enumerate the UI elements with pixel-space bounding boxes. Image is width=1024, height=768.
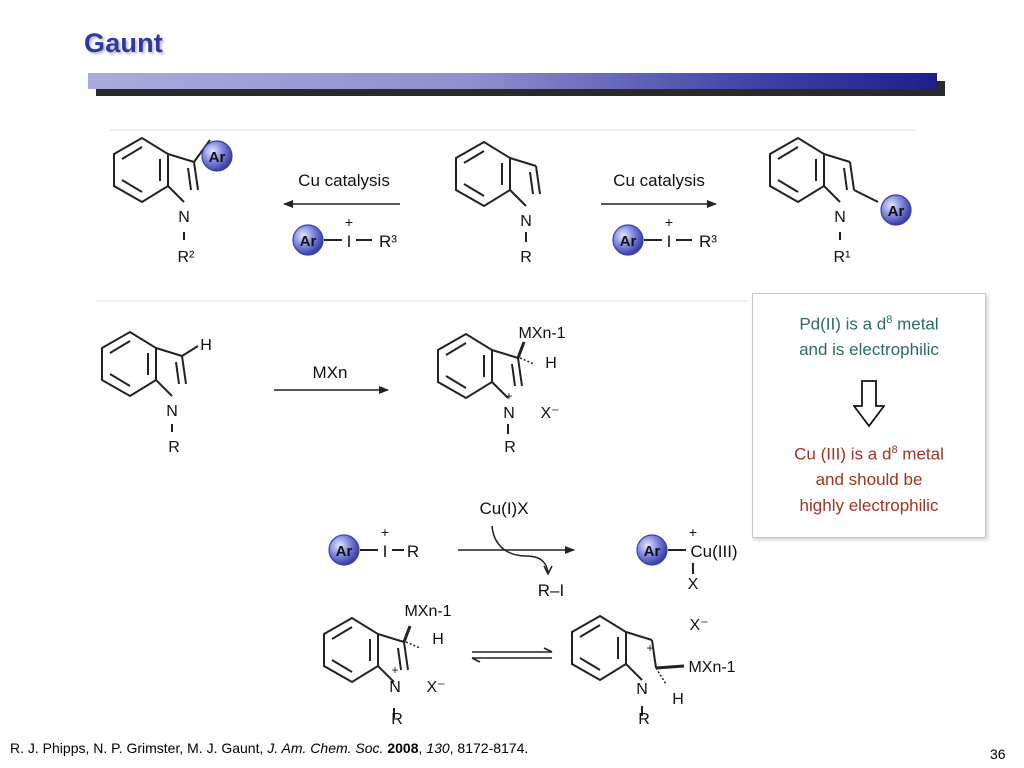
- intermediate-plus-label: +: [505, 389, 512, 403]
- iminium-intermediate: [437, 333, 535, 434]
- arrow-right-label: Cu catalysis: [613, 171, 705, 190]
- migration-right-mx-label: MXn-1: [688, 659, 735, 676]
- right-reagent-r3-label: R³: [699, 232, 717, 251]
- note-line-1: Pd(II) is a d8 metal: [799, 314, 939, 334]
- migration-right-indoline: [571, 614, 685, 716]
- page-number: 36: [990, 746, 1006, 762]
- center-n-r-indole: [455, 141, 541, 242]
- intermediate-h-label: H: [545, 355, 557, 372]
- down-arrow-icon: [853, 380, 885, 428]
- right-reagent-ar-label: Ar: [620, 233, 637, 250]
- migration-right-r-label: R: [638, 711, 650, 728]
- migration-left-n-label: N: [389, 679, 401, 696]
- oxidation-product-plus-label: +: [689, 524, 697, 540]
- right-reagent-i-label: I: [667, 232, 672, 251]
- right-product-2-aryl-indole: [769, 137, 879, 240]
- title-underline-bar: [88, 73, 937, 89]
- migration-left-mx-label: MXn-1: [404, 603, 451, 620]
- left-reagent-plus-label: +: [345, 214, 353, 230]
- right-reagent-plus-label: +: [665, 214, 673, 230]
- left-product-ar-label: Ar: [209, 149, 226, 166]
- migration-right-x-label: X⁻: [689, 617, 708, 634]
- intermediate-mx-label: MXn-1: [518, 325, 565, 342]
- oxidation-reagent-r-label: R: [407, 542, 419, 561]
- right-product-ar-label: Ar: [888, 203, 905, 220]
- mechanism-h-label: H: [200, 337, 212, 354]
- intermediate-x-label: X⁻: [540, 405, 559, 422]
- mechanism-n-label: N: [166, 403, 178, 420]
- oxidation-product-ar-label: Ar: [644, 543, 661, 560]
- oxidation-byproduct-label: R–I: [538, 581, 564, 600]
- left-reagent-ar-label: Ar: [300, 233, 317, 250]
- reaction-scheme: Ar N R² Cu catalysis Ar I + R³ N R Cu ca…: [96, 129, 916, 728]
- note-line-5: highly electrophilic: [799, 496, 939, 515]
- note-line-3: Cu (III) is a d8 metal: [794, 444, 944, 464]
- right-product-n-label: N: [834, 209, 846, 226]
- citation-authors: R. J. Phipps, N. P. Grimster, M. J. Gaun…: [10, 740, 268, 756]
- migration-right-n-label: N: [636, 681, 648, 698]
- migration-left-r-label: R: [391, 711, 403, 728]
- center-r-label: R: [520, 249, 532, 266]
- oxidation-product-x-label: X: [688, 576, 699, 593]
- arrow-left-label: Cu catalysis: [298, 171, 390, 190]
- citation-pages: , 8172-8174.: [449, 740, 529, 756]
- mechanism-r-label: R: [168, 439, 180, 456]
- migration-left-x-label: X⁻: [426, 679, 445, 696]
- oxidation-product-cu-label: Cu(III): [690, 542, 737, 561]
- oxidation-reagent-i-label: I: [383, 542, 388, 561]
- citation: R. J. Phipps, N. P. Grimster, M. J. Gaun…: [10, 740, 529, 756]
- citation-journal: J. Am. Chem. Soc.: [267, 740, 384, 756]
- left-reagent-i-label: I: [347, 232, 352, 251]
- citation-year: 2008: [387, 740, 419, 756]
- right-product-r-label: R¹: [834, 249, 851, 266]
- note-line-4: and should be: [815, 470, 923, 489]
- slide-title: Gaunt: [84, 28, 163, 58]
- electrophilicity-note-box: Pd(II) is a d8 metal and is electrophili…: [752, 293, 986, 538]
- citation-volume: 130: [426, 740, 450, 756]
- migration-right-plus-label: +: [646, 641, 653, 655]
- mechanism-arrow-label: MXn: [313, 363, 348, 382]
- intermediate-n-label: N: [503, 405, 515, 422]
- intermediate-r-label: R: [504, 439, 516, 456]
- oxidation-catalyst-label: Cu(I)X: [479, 499, 528, 518]
- center-n-label: N: [520, 213, 532, 230]
- migration-right-h-label: H: [672, 691, 684, 708]
- left-reagent-r3-label: R³: [379, 232, 397, 251]
- left-product-n-label: N: [178, 209, 190, 226]
- migration-left-h-label: H: [432, 631, 444, 648]
- migration-left-plus-label: +: [391, 663, 398, 677]
- oxidation-reagent-ar-label: Ar: [336, 543, 353, 560]
- note-line-2: and is electrophilic: [799, 340, 939, 359]
- oxidation-reagent-plus-label: +: [381, 524, 389, 540]
- left-product-r-label: R²: [178, 249, 196, 266]
- mechanism-start-indole: [101, 331, 199, 432]
- left-product-3-aryl-indole: [113, 137, 211, 240]
- migration-left-intermediate: [323, 617, 421, 718]
